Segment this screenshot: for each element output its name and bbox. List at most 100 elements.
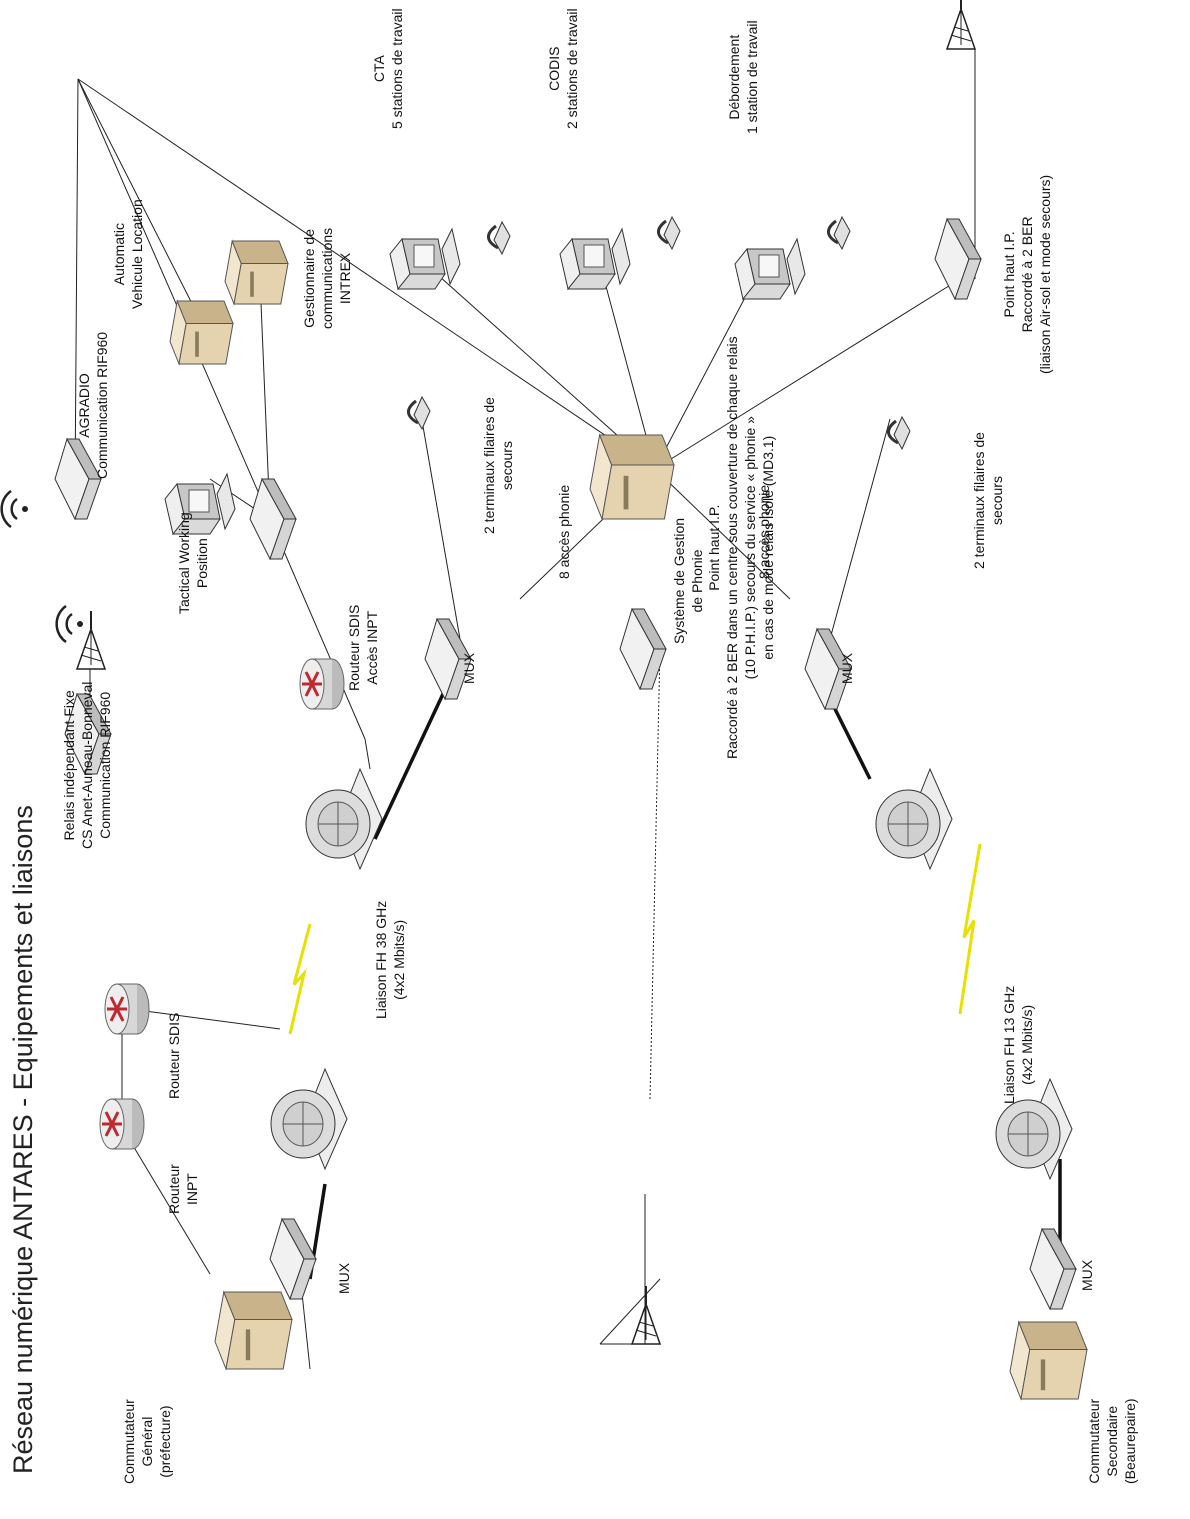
label-line: (liaison Air-sol et mode secours) — [1037, 174, 1053, 374]
label-line: Raccordé à 2 BER — [1019, 216, 1035, 333]
commutateur-secondaire-icon — [1009, 1320, 1088, 1401]
label-line: Position — [194, 538, 210, 589]
label-mux-top-center: MUX — [460, 653, 478, 684]
label-mux-top-left: MUX — [335, 1263, 353, 1294]
avl-icon — [169, 299, 234, 366]
link-systeme-debord — [654, 268, 761, 470]
label-line: Secondaire — [1104, 1405, 1120, 1477]
label-line: INPT — [184, 1173, 200, 1206]
link-systeme-mux-bottom — [654, 468, 791, 600]
link-phip-dotted — [649, 648, 661, 1100]
label-line: Commutateur — [121, 1399, 137, 1484]
liaison-13-bolt-icon — [958, 843, 982, 1015]
link-agradio-down — [74, 78, 79, 490]
relais-tower-icon — [75, 611, 107, 670]
link-avl-hub — [77, 78, 211, 340]
systeme-phonie-icon — [589, 433, 675, 521]
label-line: Liaison FH 38 GHz — [373, 900, 389, 1019]
link-mux-bottom-terminal — [829, 418, 891, 640]
pc-cta-icon — [389, 227, 461, 291]
label-line: communications — [319, 227, 335, 329]
label-line: 1 station de travail — [744, 20, 760, 134]
agradio-wifi-icon — [0, 489, 28, 529]
link-sdisinpt-switch — [269, 518, 366, 740]
label-line: Accès INPT — [364, 610, 380, 685]
label-point-haut-center: Point haut I.P.Raccordé à 2 BER dans un … — [705, 336, 777, 759]
label-line: Raccordé à 2 BER dans un centre sous cou… — [724, 336, 740, 759]
label-line: 2 terminaux filaires de — [481, 397, 497, 534]
relais-wifi-icon — [55, 604, 83, 644]
label-line: CTA — [371, 55, 387, 83]
dish-botleft-icon — [995, 1077, 1073, 1181]
label-routeur-sdis: Routeur SDIS — [165, 1013, 183, 1099]
label-line: Relais indépendant Fixe — [61, 690, 77, 841]
dish-left-icon — [270, 1067, 348, 1171]
link-hub-systeme — [77, 78, 656, 470]
routeur-sdis-inpt-icon — [299, 658, 345, 710]
routeur-sdis-icon — [104, 983, 150, 1035]
label-line: Commutateur — [1086, 1398, 1102, 1484]
antenna-right-icon — [945, 0, 977, 50]
relais-icon — [64, 692, 112, 776]
phone-cta-icon — [487, 220, 511, 256]
label-line: MUX — [461, 652, 477, 684]
label-line: 5 stations de travail — [389, 8, 405, 129]
label-mux-bottom-left: MUX — [1078, 1260, 1096, 1291]
link-dish-mux-top — [373, 678, 452, 840]
point-haut-right-icon — [934, 217, 982, 301]
label-line: (10 P.H.I.P.) secours du service « phoni… — [742, 416, 758, 680]
label-line: Automatic — [111, 223, 127, 286]
label-line: Système de Gestion — [671, 517, 687, 644]
phone-terminal-bottom-icon — [887, 415, 911, 451]
link-mux-top-terminal — [419, 408, 461, 640]
link-phip-antenna — [599, 1278, 661, 1345]
label-line: Tactical Working — [176, 512, 192, 614]
routeur-inpt-icon — [99, 1098, 145, 1150]
phone-debordement-icon — [827, 215, 851, 251]
mux-botleft-icon — [1029, 1227, 1077, 1311]
label-line: de Phonie — [689, 549, 705, 613]
label-line: CODIS — [546, 46, 562, 91]
label-line: secours — [989, 476, 1005, 526]
pc-codis-icon — [559, 227, 631, 291]
label-line: MUX — [839, 652, 855, 684]
page-title: Réseau numérique ANTARES - Equipements e… — [8, 805, 38, 1474]
label-line: CS Anet-Auneau-Bonneval — [79, 681, 95, 849]
label-line: (4x2 Mbits/s) — [1019, 1004, 1035, 1085]
label-line: MUX — [336, 1262, 352, 1294]
link-systeme-pointhaut — [654, 278, 961, 470]
link-routeursdis-dish — [129, 1008, 281, 1030]
label-line: INTREX — [337, 252, 353, 305]
pc-tactical-icon — [164, 472, 236, 536]
label-line: 2 stations de travail — [564, 8, 580, 129]
label-mux-bottom-center: MUX — [838, 653, 856, 684]
label-line: Routeur SDIS — [346, 604, 362, 691]
label-line: (préfecture) — [157, 1405, 173, 1478]
label-line: 8 accès phonie — [556, 484, 572, 579]
label-line: Vehicule Location — [129, 199, 145, 309]
liaison-38-bolt-icon — [288, 923, 312, 1035]
phone-terminal-top-icon — [407, 395, 431, 431]
mux-top-icon — [424, 617, 472, 701]
mux-bottom-icon — [804, 627, 852, 711]
label-line: Général — [139, 1416, 155, 1467]
label-line: AGRADIO — [76, 373, 92, 438]
antenna-center-icon — [630, 1286, 662, 1345]
label-line: Liaison FH 13 GHz — [1001, 985, 1017, 1104]
link-systeme-cta — [419, 258, 656, 470]
label-line: Routeur SDIS — [166, 1012, 182, 1099]
label-line: Routeur — [166, 1164, 182, 1214]
